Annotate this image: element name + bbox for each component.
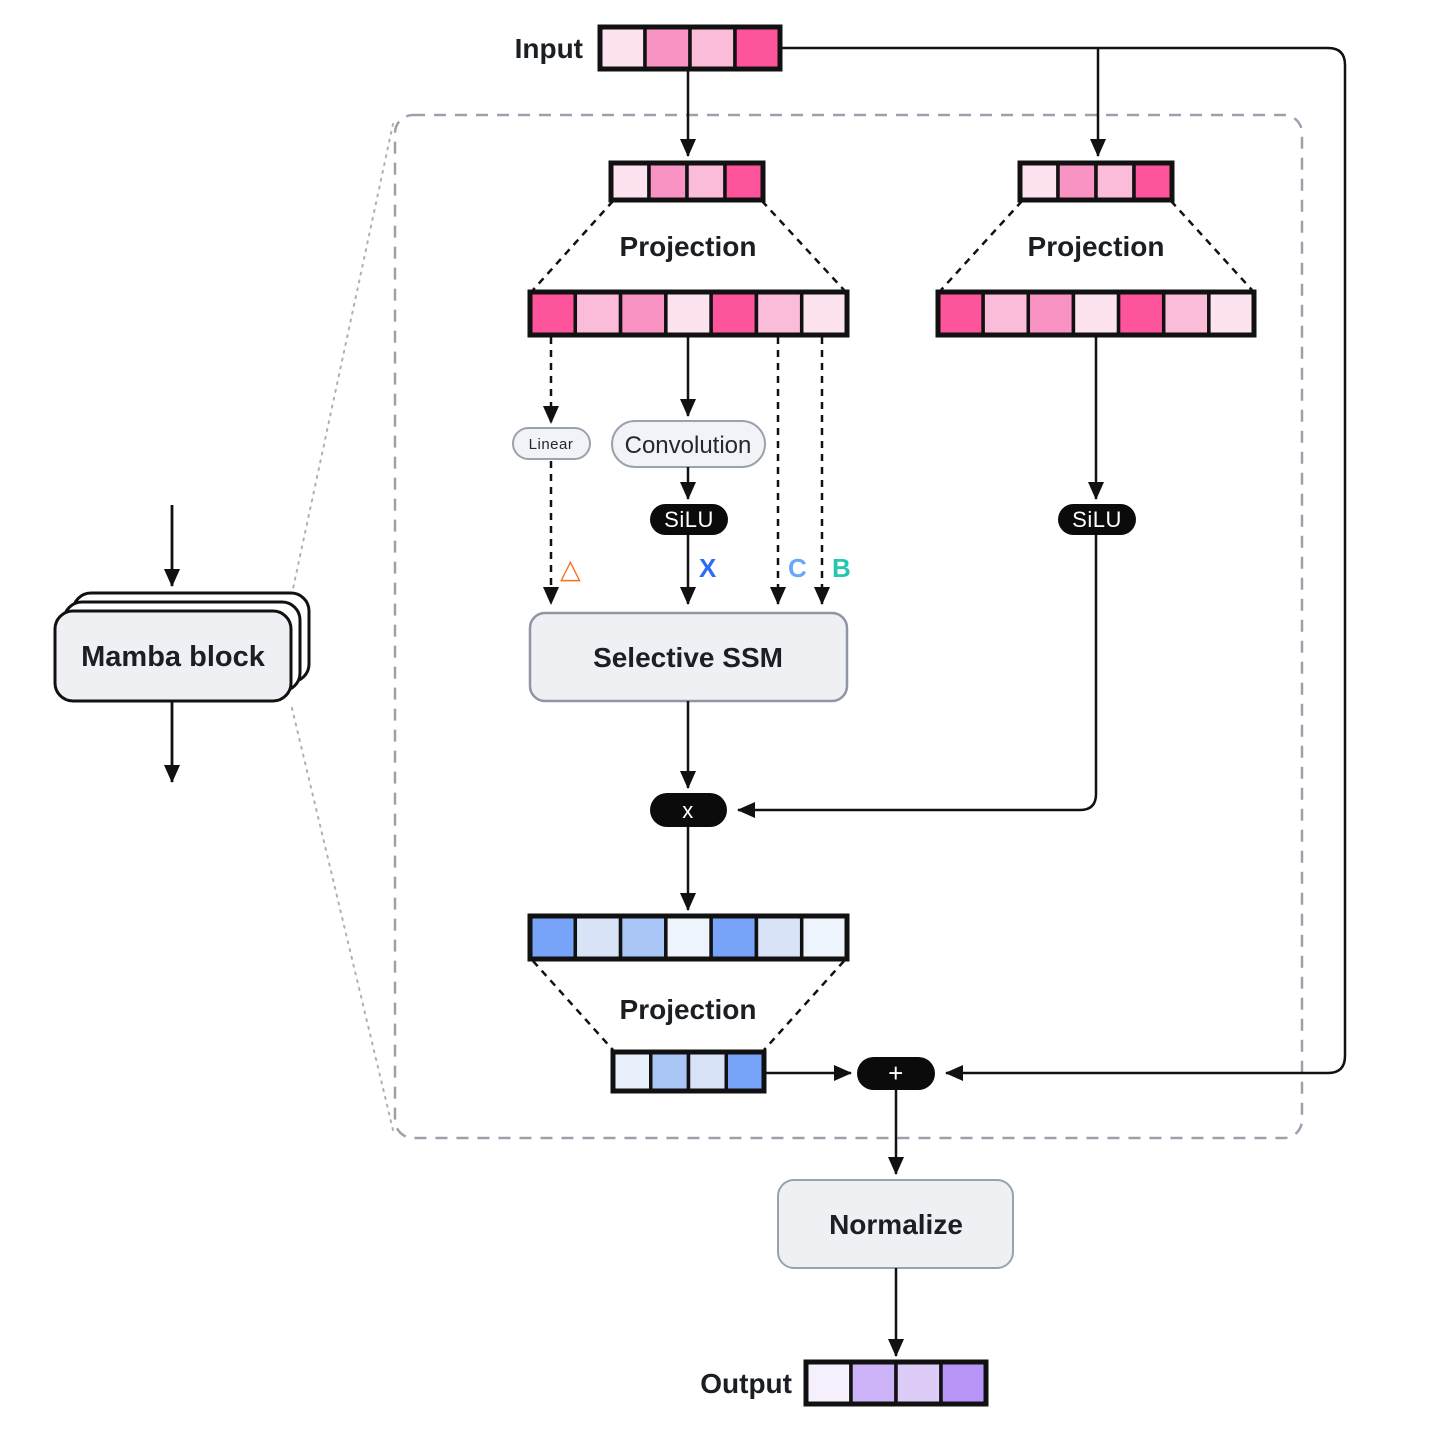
- vector-cell: [981, 290, 1031, 337]
- vector-cell: [685, 161, 727, 202]
- vector-outline: [527, 289, 850, 338]
- vector-cell: [894, 1360, 943, 1406]
- left-projection-label: Projection: [620, 231, 757, 262]
- linear-pill: [512, 427, 591, 460]
- vector-cell: [804, 1360, 853, 1406]
- residual-skip-line: [780, 46, 1347, 1081]
- b-signal-label: B: [832, 553, 851, 583]
- left-trapezoid-edge-r: [761, 200, 845, 291]
- vector-cell: [643, 25, 692, 71]
- vector-outline: [1017, 160, 1175, 203]
- vector-cell: [939, 1360, 988, 1406]
- convolution-label: Convolution: [625, 432, 752, 459]
- vector-cell: [1071, 290, 1121, 337]
- vector-cell: [709, 914, 759, 961]
- vector-cell: [754, 290, 804, 337]
- vector-cell: [1026, 290, 1076, 337]
- silu-right-pill: [1058, 504, 1136, 535]
- right-projection-trapezoid: Projection: [940, 200, 1253, 291]
- vector-cell: [528, 914, 578, 961]
- right-top-vector: [1017, 160, 1175, 203]
- vector-cell: [611, 1050, 653, 1093]
- vector-cell: [1207, 290, 1256, 337]
- vector-cell: [724, 1050, 766, 1093]
- vector-outline: [935, 289, 1257, 338]
- input-label: Input: [515, 33, 583, 64]
- x-signal-label: X: [699, 553, 717, 583]
- vector-cell: [1018, 161, 1060, 202]
- vector-cell: [647, 161, 689, 202]
- vector-cell: [799, 914, 849, 961]
- vector-cell: [1132, 161, 1174, 202]
- out-trapezoid-edge-l: [532, 960, 614, 1051]
- add-node-label: +: [888, 1058, 904, 1088]
- silu-left-pill: [650, 504, 728, 535]
- normalize-label: Normalize: [829, 1209, 963, 1240]
- expansion-dotted-line-bottom: [290, 703, 394, 1131]
- vector-cell: [1094, 161, 1136, 202]
- left-projection-trapezoid: Projection: [532, 200, 845, 291]
- ssm-out-narrow-vector: [610, 1049, 767, 1094]
- vector-cell: [936, 290, 985, 337]
- mamba-block-label: Mamba block: [81, 641, 266, 673]
- silu-left-label: SiLU: [664, 507, 714, 532]
- vector-cell: [573, 290, 623, 337]
- output-projection-trapezoid: Projection: [532, 960, 845, 1051]
- mamba-block-group: Mamba block: [53, 505, 311, 783]
- vector-cell: [649, 1050, 691, 1093]
- ssm-out-wide-vector: [527, 913, 850, 962]
- vector-cell: [733, 25, 782, 71]
- vector-cell: [709, 290, 759, 337]
- mamba-block-detail-frame: [393, 113, 1304, 1140]
- vector-outline: [803, 1359, 989, 1407]
- vector-cell: [618, 914, 668, 961]
- output-vector: [803, 1359, 989, 1407]
- add-node: [857, 1057, 935, 1090]
- out-trapezoid-edge-r: [763, 960, 845, 1051]
- linear-label: Linear: [529, 436, 574, 453]
- vector-cell: [799, 290, 849, 337]
- left-top-vector: [608, 160, 766, 203]
- silu-right-label: SiLU: [1072, 507, 1122, 532]
- vector-outline: [608, 160, 766, 203]
- c-signal-label: C: [788, 553, 807, 583]
- delta-signal-label: △: [560, 554, 581, 584]
- vector-cell: [598, 25, 647, 71]
- vector-cell: [688, 25, 737, 71]
- vector-outline: [527, 913, 850, 962]
- gate-line-to-multiply: [737, 535, 1098, 818]
- multiply-node: [650, 793, 727, 827]
- right-wide-vector: [935, 289, 1257, 338]
- selective-ssm-label: Selective SSM: [593, 642, 783, 673]
- vector-cell: [723, 161, 765, 202]
- expansion-dotted-line-top: [290, 123, 394, 599]
- right-trapezoid-edge-l: [940, 200, 1023, 291]
- vector-cell: [754, 914, 804, 961]
- right-projection-label: Projection: [1028, 231, 1165, 262]
- vector-cell: [573, 914, 623, 961]
- vector-cell: [618, 290, 668, 337]
- vector-cell: [609, 161, 651, 202]
- vector-cell: [1161, 290, 1211, 337]
- vector-cell: [664, 290, 713, 337]
- vector-cell: [528, 290, 578, 337]
- vector-cell: [1056, 161, 1098, 202]
- right-trapezoid-edge-r: [1170, 200, 1253, 291]
- vector-outline: [610, 1049, 767, 1094]
- output-projection-label: Projection: [620, 994, 757, 1025]
- mamba-block-card: [53, 609, 293, 703]
- input-vector: [597, 24, 783, 72]
- output-label: Output: [700, 1368, 792, 1399]
- vector-cell: [664, 914, 713, 961]
- multiply-node-label: x: [682, 798, 694, 823]
- vector-cell: [686, 1050, 728, 1093]
- vector-cell: [1116, 290, 1166, 337]
- left-wide-vector: [527, 289, 850, 338]
- left-trapezoid-edge-l: [532, 200, 614, 291]
- vector-cell: [849, 1360, 898, 1406]
